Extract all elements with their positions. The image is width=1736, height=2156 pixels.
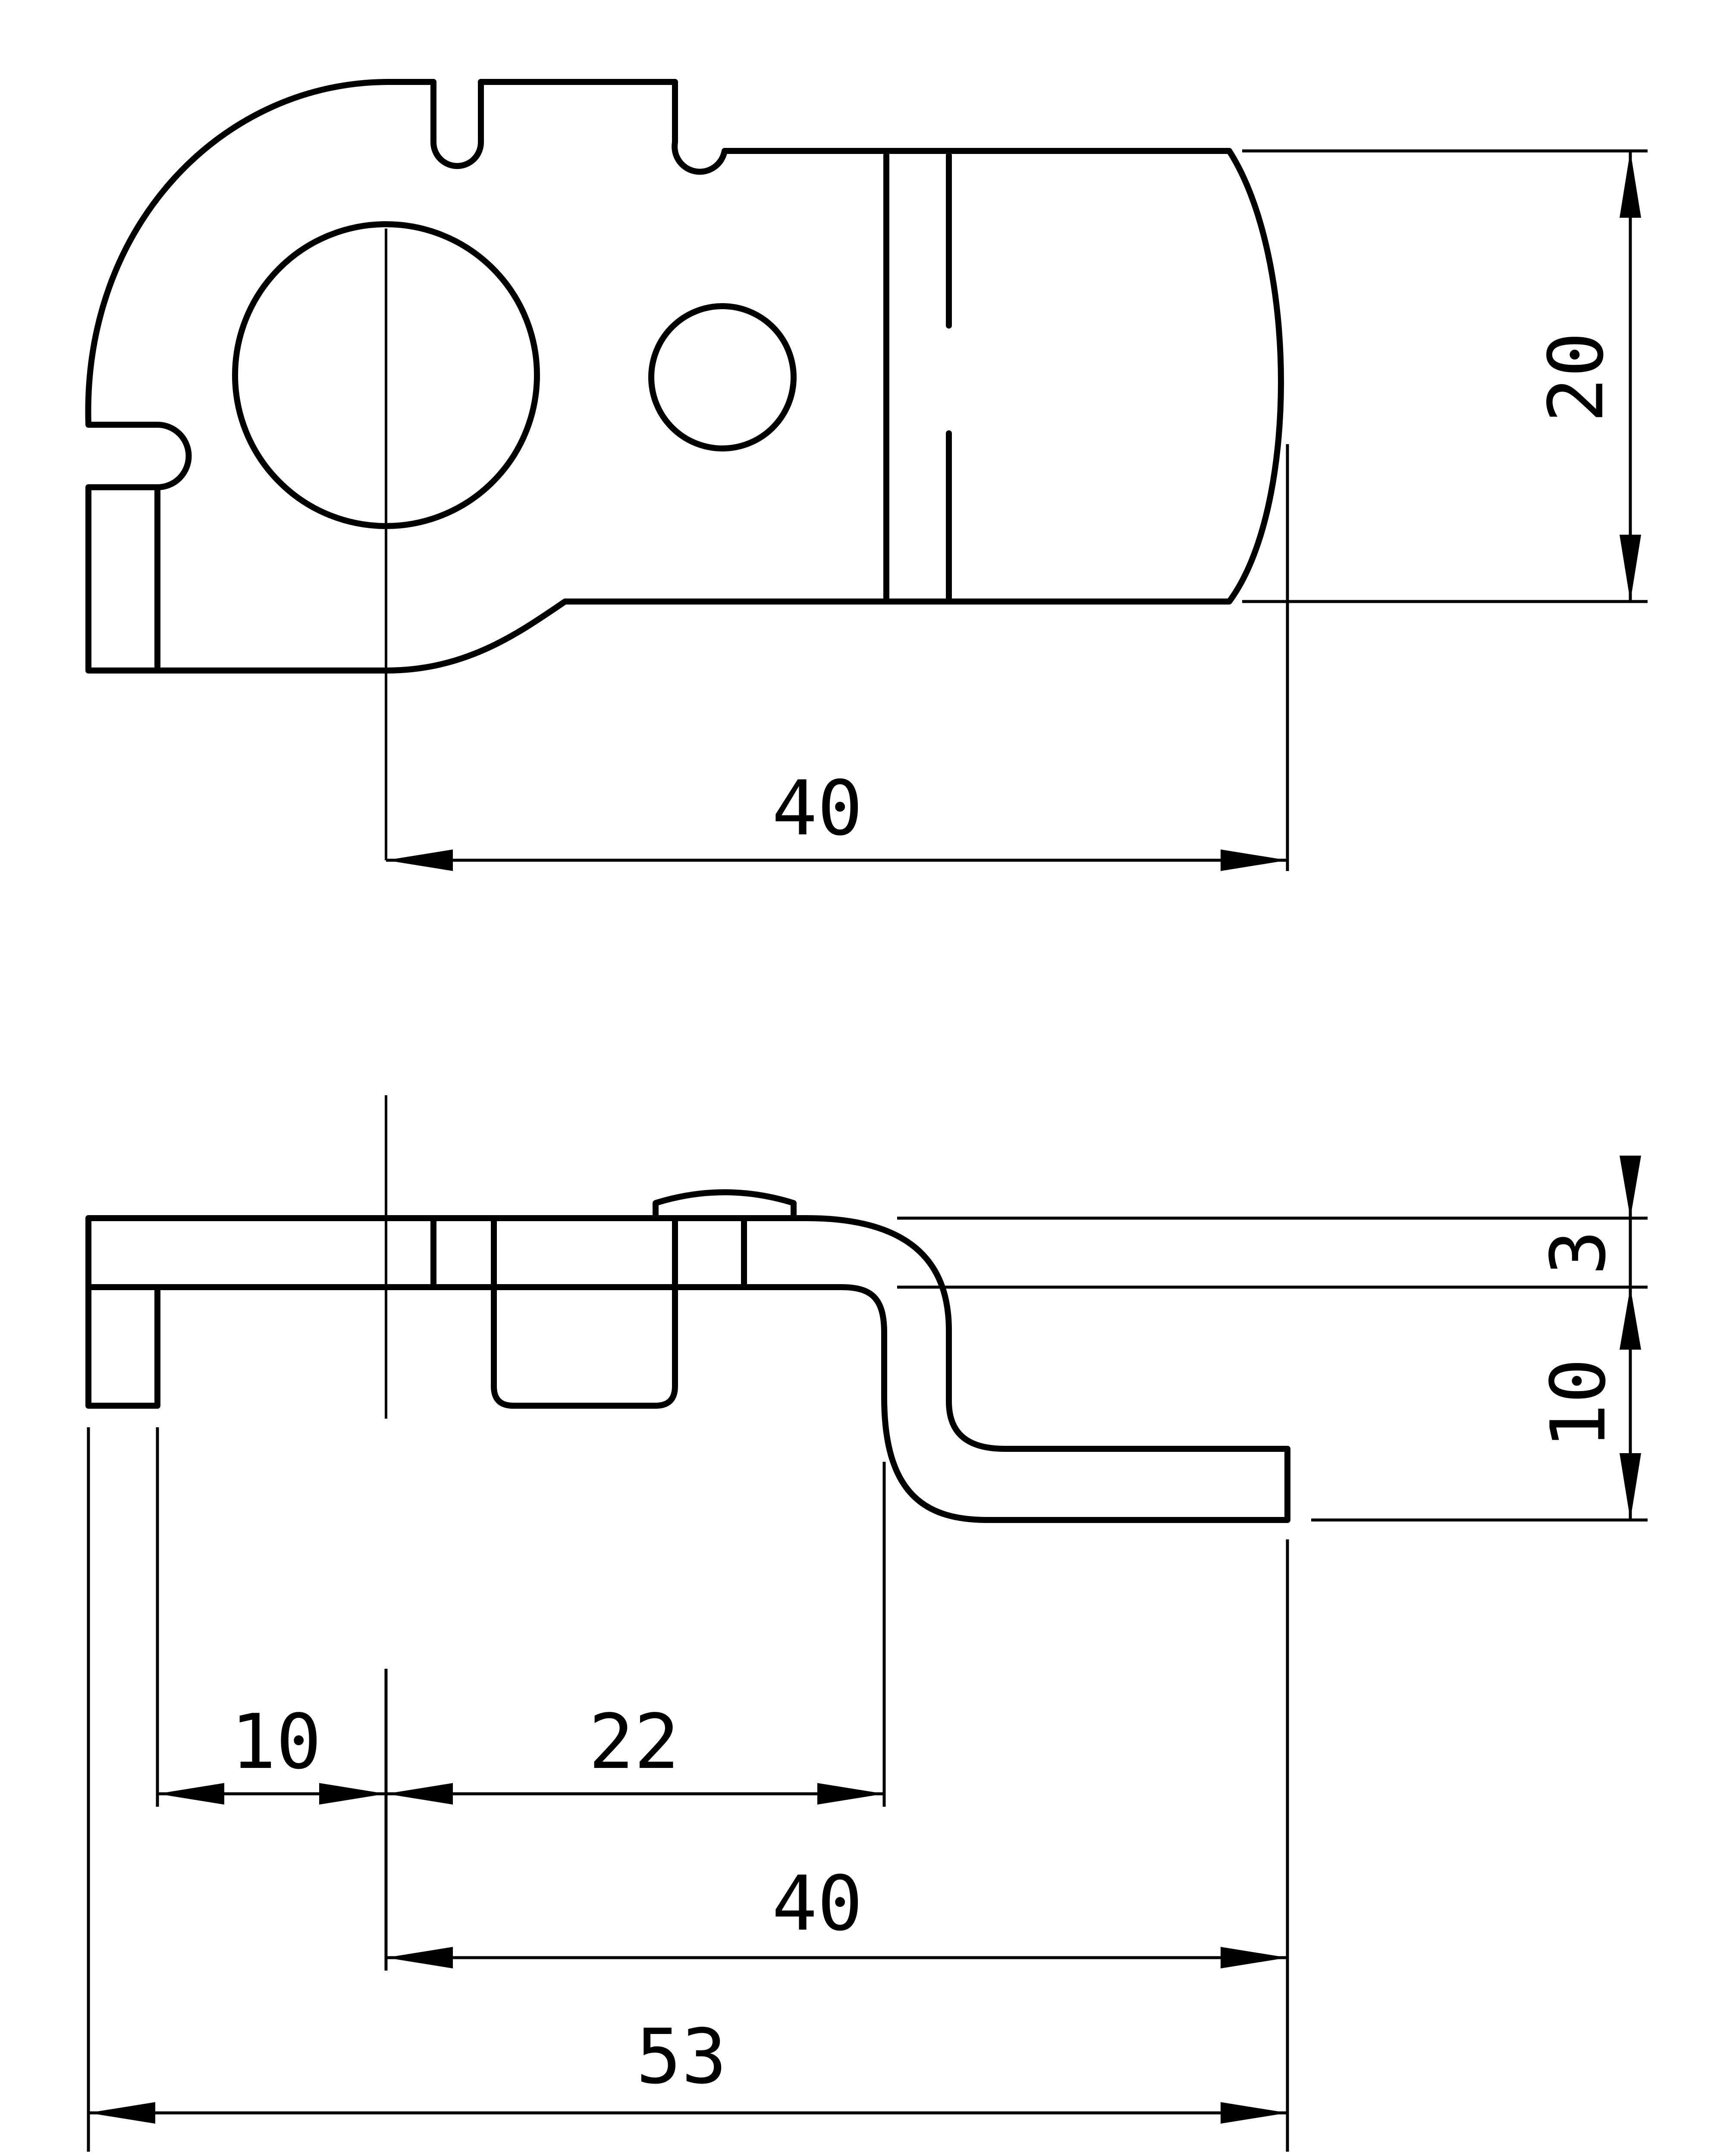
- dim-label-3: 3: [1535, 1230, 1623, 1275]
- arrow-down: [1620, 535, 1641, 602]
- dim-label-53: 53: [636, 2013, 727, 2101]
- arrow-22-right: [817, 1783, 884, 1805]
- dim-label-40-top: 40: [772, 765, 863, 852]
- arrow-right: [1221, 849, 1287, 871]
- side-view: 10 22 40 53 3 10: [85, 1095, 1648, 2152]
- arrow-53-right: [1221, 2102, 1287, 2124]
- top-view-outline: [85, 79, 1284, 674]
- dim-label-10-side: 10: [231, 1698, 322, 1786]
- arrow-10-right: [319, 1783, 386, 1805]
- arrow-10-left: [157, 1783, 224, 1805]
- arrow-up: [1620, 151, 1641, 218]
- dim-label-22: 22: [589, 1698, 680, 1786]
- arrow-left: [386, 849, 453, 871]
- dim-label-40-side: 40: [772, 1860, 863, 1948]
- arrow-3-top: [1620, 1156, 1641, 1218]
- arrow-40-left: [386, 1947, 453, 1968]
- top-view: 40 20: [85, 79, 1648, 871]
- arrow-40-right: [1221, 1947, 1287, 1968]
- side-outline: [85, 1215, 1290, 1523]
- top-bump: [653, 1189, 797, 1221]
- dim-label-10-vert: 10: [1535, 1358, 1623, 1449]
- side-tab: [491, 1215, 678, 1409]
- arrow-22-left: [386, 1783, 453, 1805]
- arrow-53-left: [88, 2102, 155, 2124]
- dim-label-20: 20: [1533, 332, 1620, 423]
- small-hole: [648, 303, 797, 451]
- arrow-3-bottom: [1620, 1287, 1641, 1350]
- arrow-10-bottom: [1620, 1453, 1641, 1520]
